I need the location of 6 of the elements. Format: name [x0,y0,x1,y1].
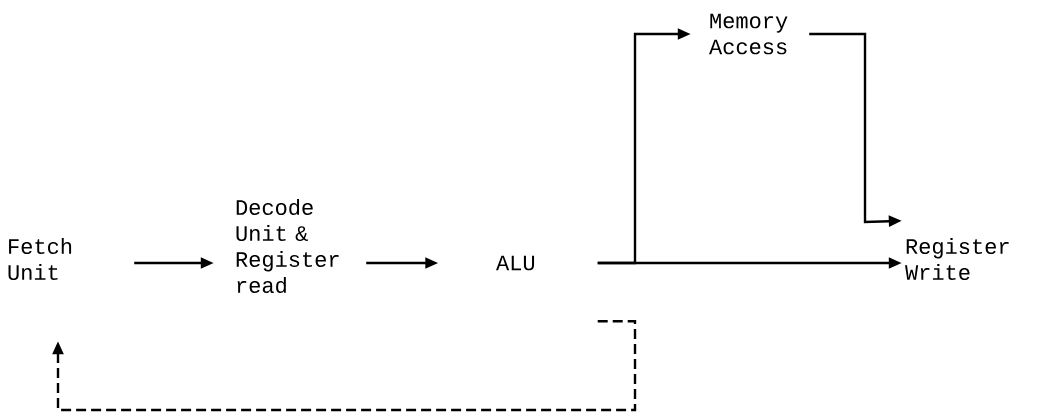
node-label: ALU [496,255,535,271]
node-label: Register Write [905,237,1009,281]
dashed-arrow [52,320,637,412]
node-label: Memory Access [709,13,788,55]
node-label: Decode Unit & Register read [236,198,339,294]
node-label: Fetch Unit [8,237,72,281]
